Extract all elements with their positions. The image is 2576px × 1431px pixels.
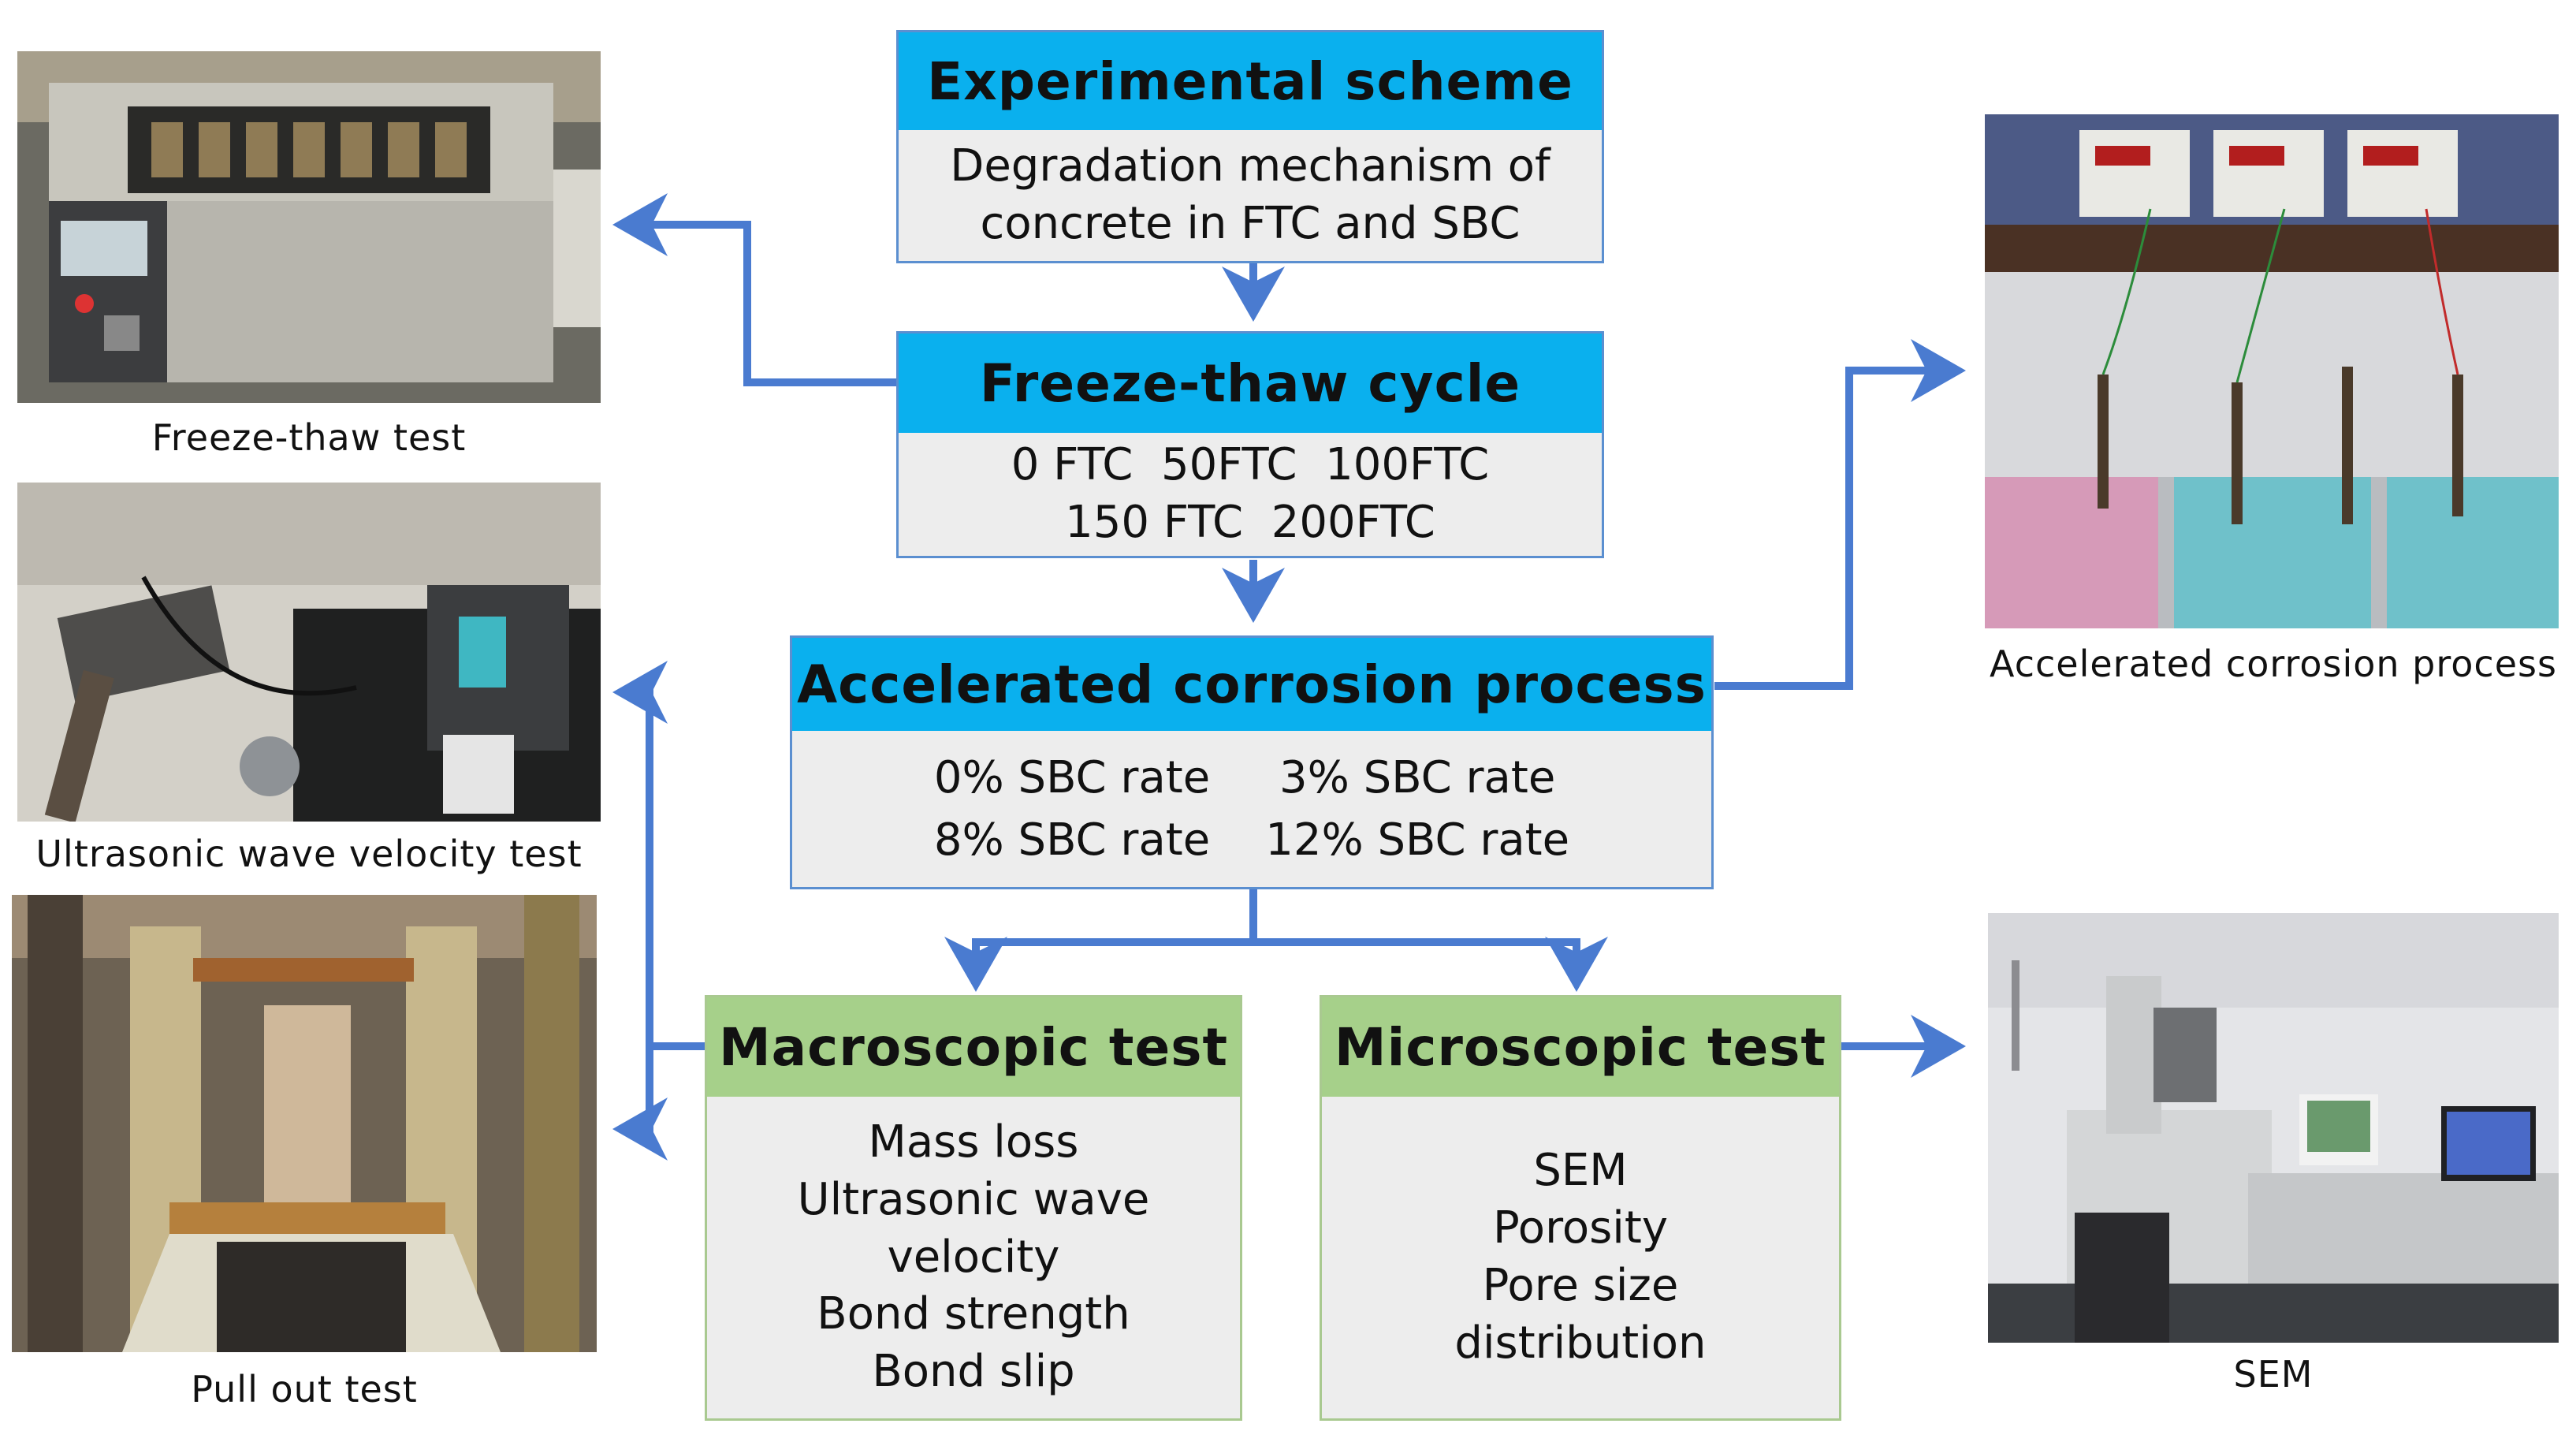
accelerated-corrosion-photo <box>1985 114 2559 628</box>
micro-item: Pore size <box>1482 1260 1679 1311</box>
arrow-corrosion-to-photo <box>1714 339 1966 690</box>
arrow-macro-to-ultrasonic <box>612 661 705 1050</box>
accelerated-corrosion-box: Accelerated corrosion process 0% SBC rat… <box>790 635 1714 889</box>
macro-item: velocity <box>887 1231 1060 1283</box>
experimental-scheme-title: Experimental scheme <box>899 32 1602 130</box>
accelerated-corrosion-caption: Accelerated corrosion process <box>1990 643 2557 685</box>
ultrasonic-test-caption: Ultrasonic wave velocity test <box>35 833 583 875</box>
sbc-rate-item: 0% SBC rate <box>933 752 1211 803</box>
ultrasonic-test-photo <box>17 483 601 822</box>
freeze-thaw-line: 150 FTC 200FTC <box>1065 497 1435 548</box>
arrow-freeze-thaw-to-photo <box>612 193 896 386</box>
macro-item: Bond slip <box>872 1346 1075 1398</box>
pull-out-test-photo <box>12 895 597 1352</box>
accelerated-corrosion-body: 0% SBC rate 3% SBC rate 8% SBC rate 12% … <box>792 731 1711 887</box>
pull-out-test-caption: Pull out test <box>191 1368 418 1411</box>
macroscopic-test-body: Mass loss Ultrasonic wave velocity Bond … <box>707 1097 1240 1418</box>
scheme-line: concrete in FTC and SBC <box>980 198 1521 249</box>
sem-photo <box>1988 913 2559 1343</box>
sem-caption: SEM <box>2233 1353 2314 1396</box>
macro-item: Ultrasonic wave <box>797 1173 1150 1225</box>
freeze-thaw-cycle-box: Freeze-thaw cycle 0 FTC 50FTC 100FTC 150… <box>896 331 1604 558</box>
micro-item: SEM <box>1533 1145 1628 1197</box>
freeze-thaw-line: 0 FTC 50FTC 100FTC <box>1011 439 1490 491</box>
arrow-corrosion-to-micro <box>1253 937 1608 992</box>
micro-item: Porosity <box>1493 1202 1668 1254</box>
macroscopic-test-box: Macroscopic test Mass loss Ultrasonic wa… <box>705 995 1242 1421</box>
microscopic-test-title: Microscopic test <box>1322 997 1839 1097</box>
experimental-scheme-body: Degradation mechanism of concrete in FTC… <box>899 130 1602 261</box>
microscopic-test-box: Microscopic test SEM Porosity Pore size … <box>1320 995 1841 1421</box>
experimental-scheme-box: Experimental scheme Degradation mechanis… <box>896 30 1604 263</box>
sbc-rate-item: 12% SBC rate <box>1265 814 1570 866</box>
scheme-line: Degradation mechanism of <box>950 140 1550 192</box>
sbc-rate-item: 3% SBC rate <box>1279 752 1556 803</box>
sbc-rate-item: 8% SBC rate <box>933 814 1211 866</box>
freeze-thaw-test-photo <box>17 51 601 403</box>
arrow-corrosion-split <box>944 889 1257 992</box>
freeze-thaw-test-caption: Freeze-thaw test <box>151 416 467 459</box>
arrow-macro-to-pullout <box>612 1046 668 1161</box>
microscopic-test-body: SEM Porosity Pore size distribution <box>1322 1097 1839 1418</box>
accelerated-corrosion-title: Accelerated corrosion process <box>792 638 1711 731</box>
freeze-thaw-cycle-body: 0 FTC 50FTC 100FTC 150 FTC 200FTC <box>899 433 1602 556</box>
micro-item: distribution <box>1454 1317 1707 1369</box>
macroscopic-test-title: Macroscopic test <box>707 997 1240 1097</box>
freeze-thaw-cycle-title: Freeze-thaw cycle <box>899 334 1602 433</box>
macro-item: Mass loss <box>868 1116 1079 1168</box>
macro-item: Bond strength <box>817 1288 1130 1340</box>
